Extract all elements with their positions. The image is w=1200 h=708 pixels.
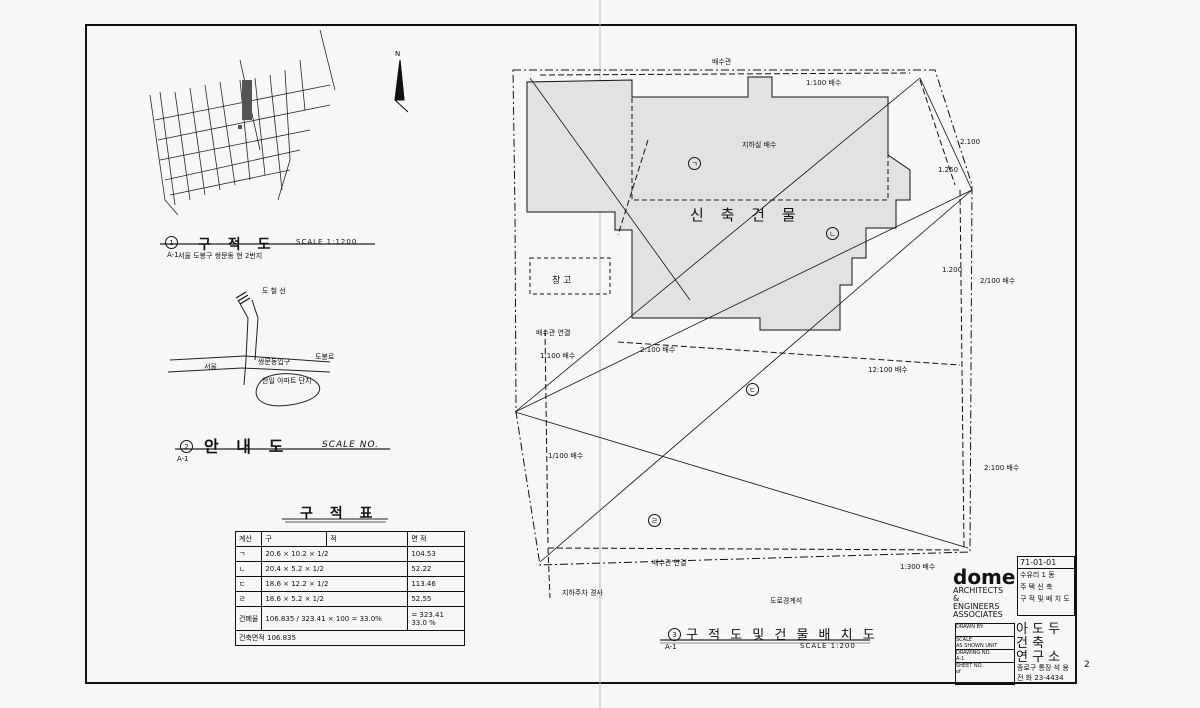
basement-outline	[631, 98, 889, 201]
site-plan-title: 구 적 도 및 건 물 배 치 도	[686, 628, 878, 643]
site-plan-scale: SCALE 1:200	[800, 642, 856, 650]
annotation: 1:100 배수	[806, 79, 842, 87]
table-header: 구	[261, 531, 328, 547]
drain-lines	[539, 72, 965, 599]
annotation: 지하주차 경사	[562, 589, 603, 597]
table-header-row: 계산 구 적 면 적	[234, 531, 466, 547]
annotation: 2/100 배수	[980, 277, 1016, 285]
sheet-border	[85, 24, 1077, 684]
guide-label-1: 서울	[204, 363, 217, 371]
area-table-title: 구 적 표	[300, 506, 379, 522]
guide-map-scale: SCALE NO.	[322, 440, 380, 450]
table-footer-row: 건축면적 106.835	[234, 630, 466, 646]
detail-ref-1: A-1	[167, 251, 179, 259]
annotation: 1:300 배수	[900, 563, 936, 571]
storage-label: 창 고	[552, 276, 572, 286]
table-header: 면 적	[407, 531, 466, 547]
firm-logo: dome	[953, 565, 1016, 589]
location-map-blocks	[238, 80, 252, 129]
drawing-number: 71-01-01	[1018, 557, 1074, 569]
annotation: 12:100 배수	[868, 366, 908, 374]
annotation: 1/100 배수	[548, 452, 584, 460]
annotation: 2:100 배수	[640, 346, 676, 354]
project-line-3: 구 적 및 배 치 도	[1020, 595, 1070, 603]
guide-map-hatch	[235, 291, 251, 305]
firm-phone: 전 화 23-4434	[1017, 674, 1064, 682]
firm-name-kr-2: 건 축	[1016, 636, 1045, 651]
north-arrow-icon	[394, 59, 409, 113]
firm-name-en: ARCHITECTS & ENGINEERS ASSOCIATES	[953, 586, 1004, 619]
firm-name-kr-1: 아 도 두	[1016, 622, 1061, 637]
guide-label-3: 도봉로	[315, 353, 335, 361]
location-map-note: 서울 도봉구 쌍문동 현 2번지	[178, 252, 263, 260]
annotation: 도로경계석	[770, 597, 803, 605]
annotation: 1.250	[938, 166, 959, 174]
firm-name-kr-3: 연 구 소	[1016, 650, 1061, 665]
detail-marker-1: 1	[165, 236, 178, 249]
storage-outline	[529, 257, 611, 295]
guide-label-2: 쌍문동입구	[258, 358, 291, 366]
north-label: N	[395, 50, 401, 58]
annotation: 2.100	[960, 138, 981, 146]
guide-map-title: 안 내 도	[204, 437, 290, 456]
detail-marker-3: 3	[668, 628, 681, 641]
guide-label-0: 도 철 선	[262, 287, 286, 295]
page-mark: 2	[1084, 660, 1090, 670]
guide-map	[167, 299, 331, 407]
annotation: 배수관 연결	[652, 559, 687, 567]
table-header: 적	[326, 531, 409, 547]
guide-label-4: 한일 아파트 단지	[262, 377, 312, 385]
annotation: 2:100 배수	[984, 464, 1020, 472]
location-map	[149, 29, 336, 216]
annotation: 지하실 배수	[742, 141, 777, 149]
annotation: 1:100 배수	[540, 352, 576, 360]
project-line-2: 주 택 신 축	[1020, 583, 1053, 591]
table-header: 계산	[234, 531, 263, 547]
firm-address: 종로구 통장 석 용	[1017, 664, 1069, 672]
region-marker: ㄱ	[688, 157, 701, 170]
detail-marker-2: 2	[180, 440, 193, 453]
detail-ref-2: A-1	[177, 455, 189, 463]
annotation: 배수관	[712, 58, 732, 66]
region-marker: ㄴ	[826, 227, 839, 240]
region-marker: ㄷ	[746, 383, 759, 396]
location-map-scale: SCALE 1:1200	[296, 238, 358, 246]
title-fields: DRAWN BY: SCALE AS SHOWN UNIT DRAWING NO…	[955, 623, 1015, 685]
annotation: 1.200	[942, 266, 963, 274]
project-box: 71-01-01 수유리 1 동 주 택 신 축 구 적 및 배 치 도	[1017, 556, 1075, 616]
site-boundary	[512, 69, 973, 566]
building-label: 신 축 건 물	[690, 206, 802, 224]
triangulation-lines	[514, 77, 973, 563]
annotation: 배수관 연결	[536, 329, 571, 337]
region-marker: ㄹ	[648, 514, 661, 527]
location-map-title: 구 적 도	[198, 237, 277, 253]
detail-ref-3: A-1	[665, 643, 677, 651]
project-line-1: 수유리 1 동	[1020, 571, 1055, 579]
